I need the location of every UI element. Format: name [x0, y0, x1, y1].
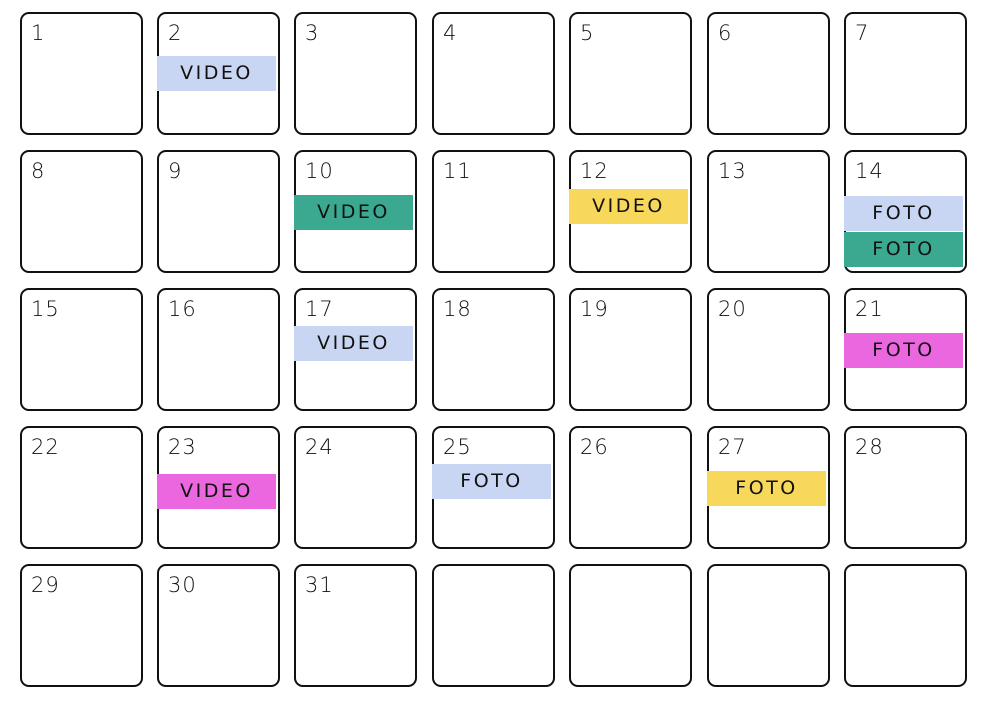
event-tag-video[interactable]: VIDEO: [294, 195, 413, 230]
day-cell-9[interactable]: 9: [157, 150, 280, 273]
day-number: 1: [31, 21, 46, 45]
day-number: 13: [718, 159, 747, 183]
event-tag-video[interactable]: VIDEO: [294, 326, 413, 361]
event-tag-foto[interactable]: FOTO: [844, 333, 963, 368]
day-cell-5[interactable]: 5: [569, 12, 692, 135]
day-cell-3[interactable]: 3: [294, 12, 417, 135]
day-number: 5: [580, 21, 595, 45]
day-number: 4: [443, 21, 458, 45]
day-number: 6: [718, 21, 733, 45]
day-number: 25: [443, 435, 472, 459]
day-cell-28[interactable]: 28: [844, 426, 967, 549]
day-number: 7: [855, 21, 870, 45]
event-tag-video[interactable]: VIDEO: [157, 56, 276, 91]
day-number: 27: [718, 435, 747, 459]
event-tag-video[interactable]: VIDEO: [569, 189, 688, 224]
day-cell-31[interactable]: 31: [294, 564, 417, 687]
event-tag-video[interactable]: VIDEO: [157, 474, 276, 509]
day-number: 30: [168, 573, 197, 597]
day-number: 21: [855, 297, 884, 321]
day-cell-4[interactable]: 4: [432, 12, 555, 135]
day-number: 14: [855, 159, 884, 183]
day-number: 10: [305, 159, 334, 183]
day-cell-19[interactable]: 19: [569, 288, 692, 411]
day-cell-24[interactable]: 24: [294, 426, 417, 549]
day-cell-22[interactable]: 22: [20, 426, 143, 549]
day-cell-6[interactable]: 6: [707, 12, 830, 135]
day-number: 31: [305, 573, 334, 597]
day-number: 29: [31, 573, 60, 597]
event-tag-foto[interactable]: FOTO: [844, 196, 963, 231]
day-cell-30[interactable]: 30: [157, 564, 280, 687]
day-cell-1[interactable]: 1: [20, 12, 143, 135]
day-cell-empty[interactable]: [569, 564, 692, 687]
event-tag-foto[interactable]: FOTO: [707, 471, 826, 506]
day-cell-empty[interactable]: [432, 564, 555, 687]
day-number: 9: [168, 159, 183, 183]
day-cell-7[interactable]: 7: [844, 12, 967, 135]
day-number: 24: [305, 435, 334, 459]
event-tag-foto[interactable]: FOTO: [844, 232, 963, 267]
day-number: 18: [443, 297, 472, 321]
day-number: 8: [31, 159, 46, 183]
day-number: 3: [305, 21, 320, 45]
day-number: 22: [31, 435, 60, 459]
day-cell-29[interactable]: 29: [20, 564, 143, 687]
day-cell-empty[interactable]: [844, 564, 967, 687]
day-number: 15: [31, 297, 60, 321]
day-number: 19: [580, 297, 609, 321]
day-cell-26[interactable]: 26: [569, 426, 692, 549]
day-cell-11[interactable]: 11: [432, 150, 555, 273]
day-number: 16: [168, 297, 197, 321]
day-number: 11: [443, 159, 472, 183]
day-number: 23: [168, 435, 197, 459]
day-number: 28: [855, 435, 884, 459]
day-number: 20: [718, 297, 747, 321]
day-cell-8[interactable]: 8: [20, 150, 143, 273]
day-cell-13[interactable]: 13: [707, 150, 830, 273]
day-cell-18[interactable]: 18: [432, 288, 555, 411]
event-tag-foto[interactable]: FOTO: [432, 464, 551, 499]
day-cell-16[interactable]: 16: [157, 288, 280, 411]
day-number: 26: [580, 435, 609, 459]
day-cell-15[interactable]: 15: [20, 288, 143, 411]
day-number: 17: [305, 297, 334, 321]
day-number: 12: [580, 159, 609, 183]
day-cell-20[interactable]: 20: [707, 288, 830, 411]
day-number: 2: [168, 21, 183, 45]
day-cell-empty[interactable]: [707, 564, 830, 687]
